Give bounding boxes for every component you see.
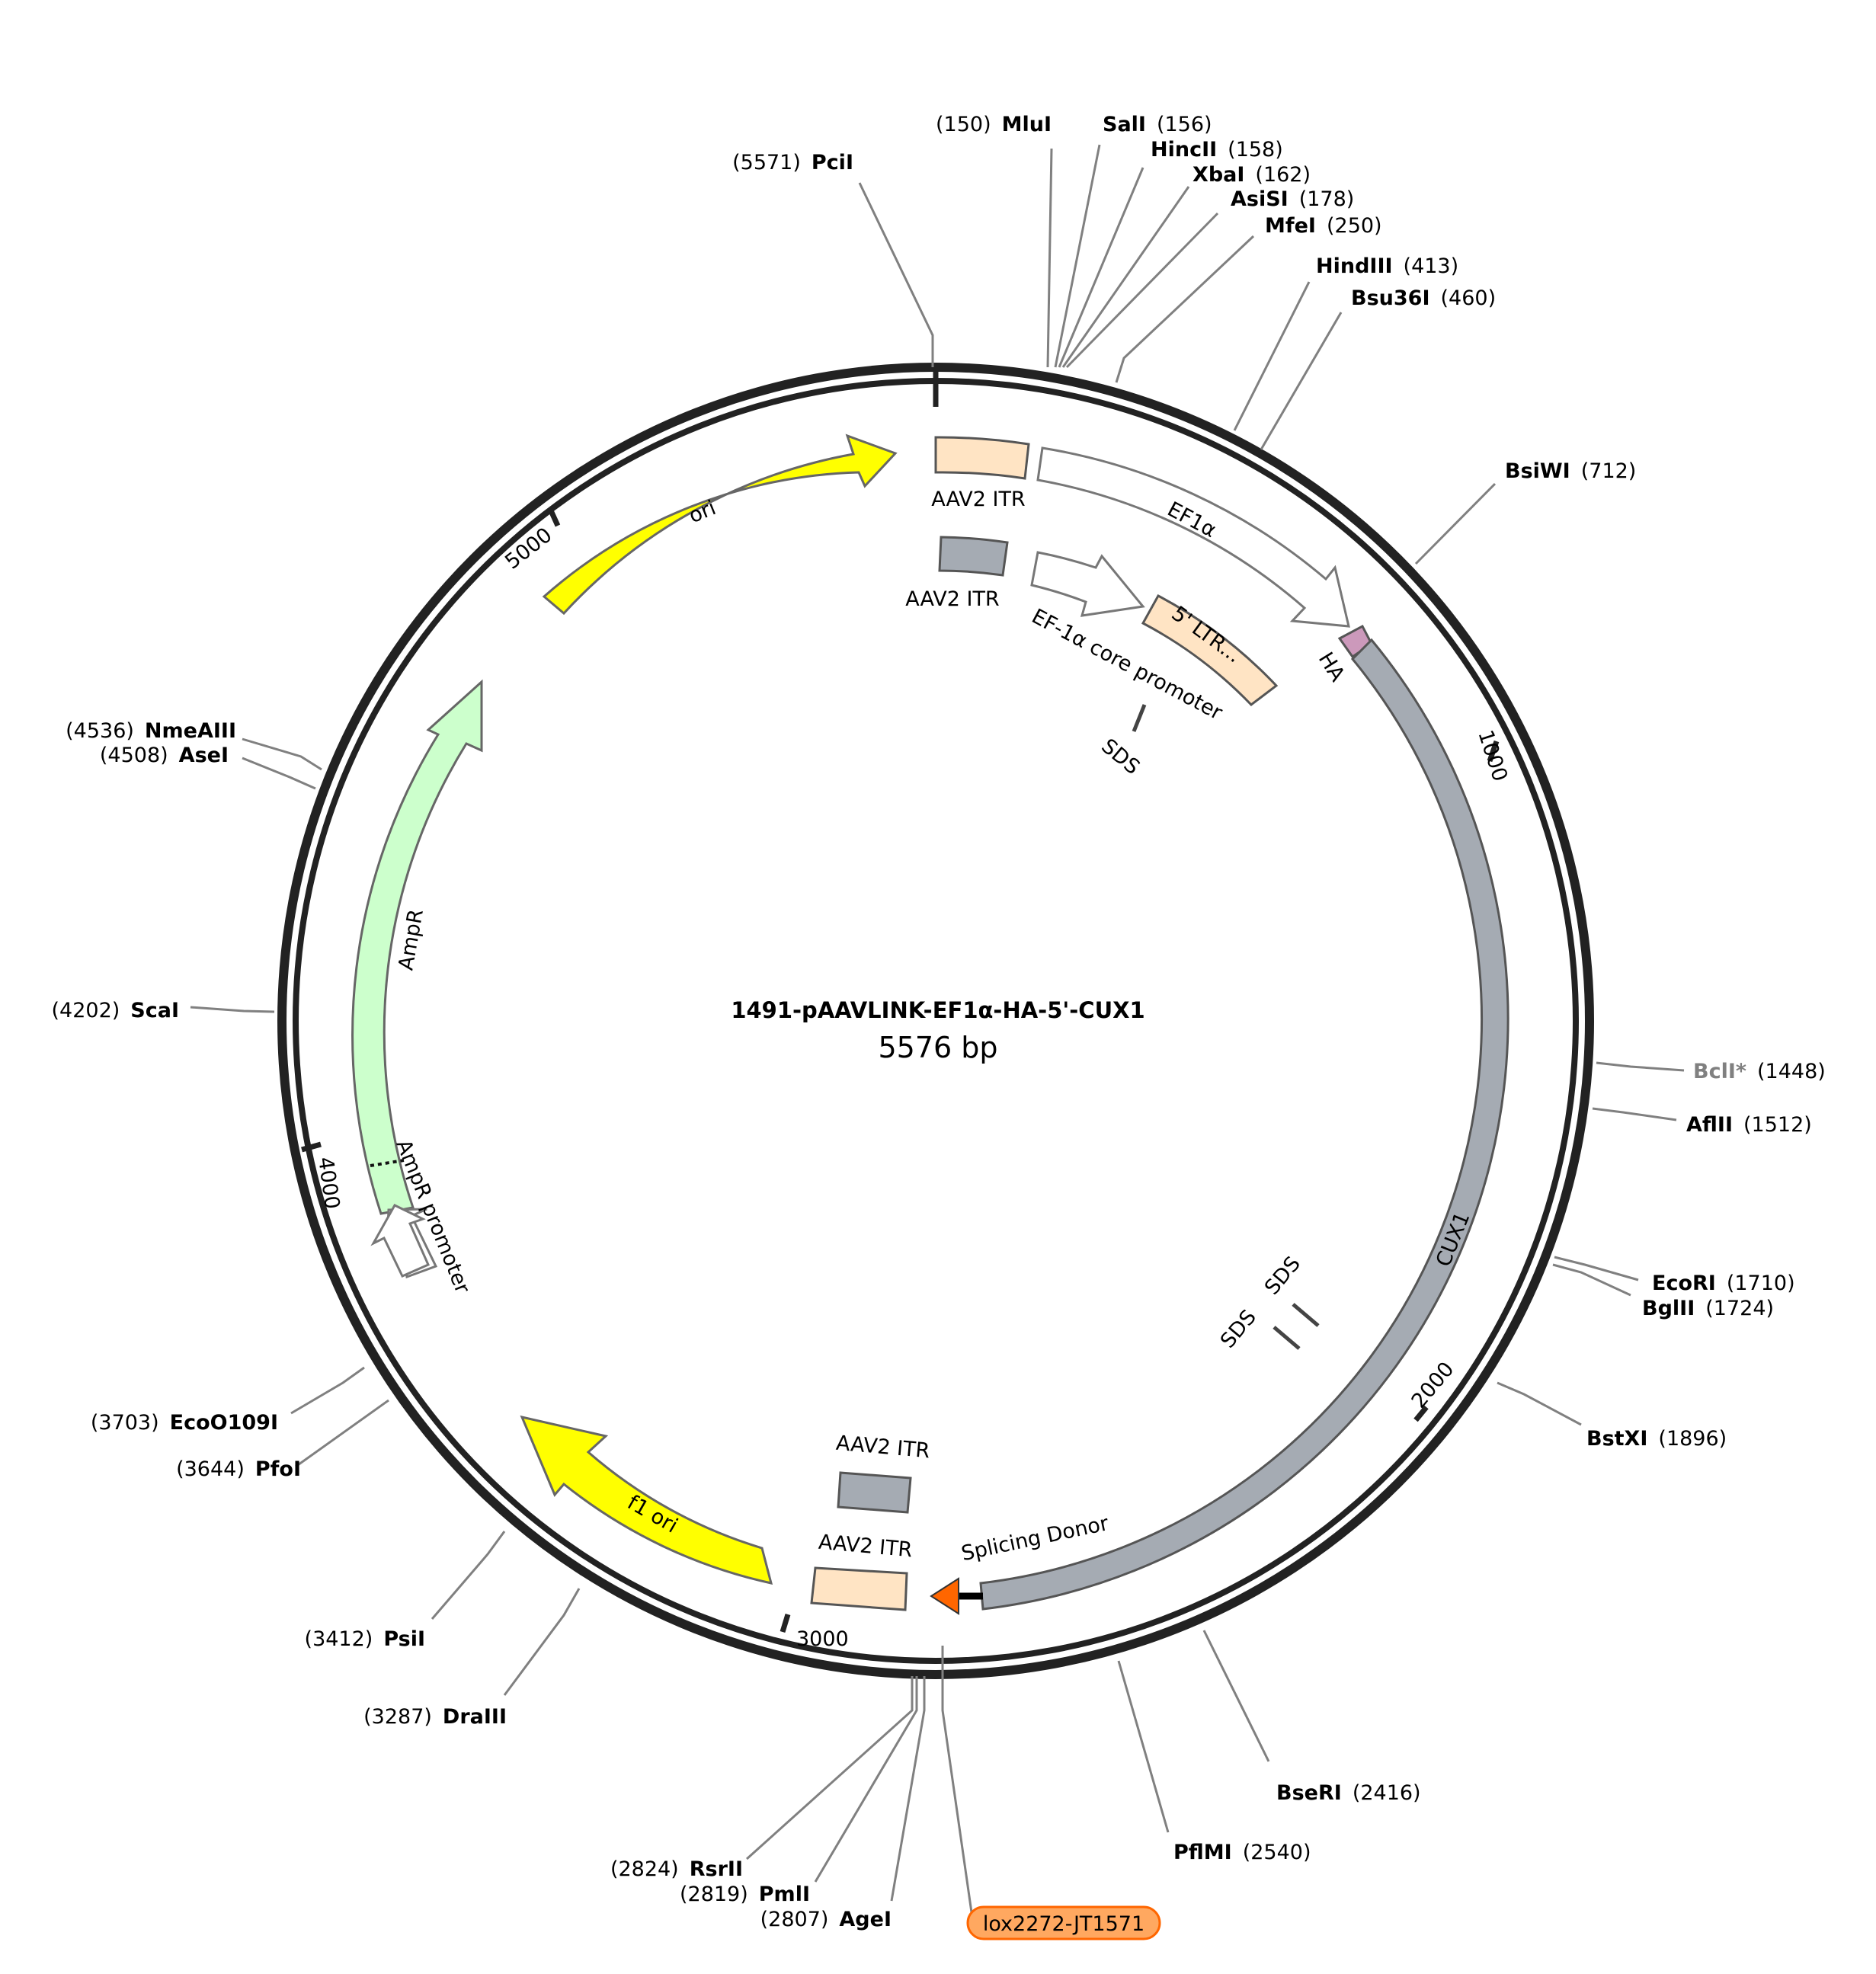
site-sali[interactable]: SalI(156)	[1103, 113, 1212, 136]
site-bstxi[interactable]: BstXI(1896)	[1586, 1427, 1727, 1451]
site-agei[interactable]: (2807)AgeI	[760, 1908, 892, 1931]
tick-3000	[780, 1613, 791, 1633]
site-bcli[interactable]: BclI*(1448)	[1693, 1060, 1826, 1083]
leader-asei	[242, 757, 316, 790]
site-mfei[interactable]: MfeI(250)	[1265, 214, 1382, 238]
site-aflii[interactable]: AflII(1512)	[1686, 1113, 1812, 1137]
leader-ecori	[1554, 1256, 1639, 1281]
leader-hincii	[1058, 167, 1144, 368]
site-xbai[interactable]: XbaI(162)	[1193, 163, 1311, 187]
leader-nmeaiii	[242, 737, 322, 771]
sds-upper-label: SDS	[1096, 734, 1144, 779]
leader-mfei	[1115, 235, 1255, 383]
site-ecoo109i[interactable]: (3703)EcoO109I	[91, 1411, 278, 1435]
site-pcii[interactable]: (5571)PciI	[732, 151, 853, 174]
sds-lower-label-1: SDS	[1260, 1252, 1305, 1299]
position-ticks	[301, 367, 1500, 1633]
site-bsiwi[interactable]: BsiWI(712)	[1505, 459, 1636, 483]
f1-ori-feature[interactable]	[520, 1415, 773, 1585]
leader-bseri	[1202, 1630, 1270, 1762]
sds-upper-mark	[1132, 704, 1147, 732]
aav2-itr-lower-peach-label: AAV2 ITR	[818, 1531, 914, 1563]
leader-xbai	[1061, 186, 1190, 368]
ampr-promoter-arrow	[370, 1204, 430, 1278]
plasmid-name: 1491-pAAVLINK-EF1α-HA-5'-CUX1	[731, 997, 1144, 1023]
tick-2000	[1413, 1405, 1429, 1422]
sds-lower-mark-1	[1292, 1303, 1320, 1327]
site-pflmi[interactable]: PflMI(2540)	[1173, 1841, 1311, 1864]
ef1a-core-promoter-feature[interactable]	[1030, 551, 1145, 617]
leader-lox	[941, 1646, 973, 1913]
tick-4000	[301, 1141, 322, 1153]
splicing-donor-feature[interactable]	[930, 1577, 959, 1615]
site-scai[interactable]: (4202)ScaI	[52, 999, 180, 1022]
tick-1000	[1487, 740, 1500, 763]
site-psii[interactable]: (3412)PsiI	[305, 1627, 425, 1651]
aav2-itr-gray-label: AAV2 ITR	[905, 587, 999, 611]
ori-feature[interactable]	[542, 434, 898, 616]
sds-lower-label-2: SDS	[1216, 1305, 1261, 1352]
ampr-feature[interactable]	[351, 679, 483, 1215]
site-draiii[interactable]: (3287)DraIII	[363, 1705, 507, 1729]
ampr-dotted-boundary	[370, 1159, 405, 1167]
cux1-feature[interactable]	[979, 638, 1509, 1611]
leader-rsrii	[745, 1676, 914, 1860]
leader-mlui	[1046, 148, 1053, 368]
site-bseri[interactable]: BseRI(2416)	[1276, 1781, 1421, 1805]
leader-pcii	[858, 182, 934, 367]
aav2-itr-lower-gray-feature[interactable]	[837, 1471, 912, 1514]
site-pfoi[interactable]: (3644)PfoI	[176, 1457, 301, 1481]
leader-bglii	[1552, 1263, 1631, 1297]
leader-pfoi	[295, 1399, 389, 1468]
lox-label: lox2272-JT1571	[983, 1912, 1144, 1936]
aav2-itr-top-label: AAV2 ITR	[931, 488, 1025, 511]
leader-pflmi	[1117, 1660, 1170, 1833]
site-leaders	[190, 144, 1685, 1913]
site-asisi[interactable]: AsiSI(178)	[1231, 187, 1354, 211]
ha-label: HA	[1314, 648, 1349, 686]
leader-sali	[1054, 144, 1101, 368]
leader-psii	[431, 1531, 506, 1620]
site-hindiii[interactable]: HindIII(413)	[1316, 254, 1458, 278]
site-hincii[interactable]: HincII(158)	[1151, 138, 1283, 162]
leader-hindiii	[1233, 281, 1311, 431]
leader-agei	[890, 1676, 926, 1902]
tick-label-4000: 4000	[313, 1156, 344, 1211]
aav2-itr-lower-peach-feature[interactable]	[810, 1566, 908, 1611]
leader-draiii	[503, 1588, 581, 1696]
aav2-itr-lower-gray-label: AAV2 ITR	[835, 1432, 931, 1464]
leader-asisi	[1065, 212, 1219, 369]
leader-bcli	[1596, 1061, 1685, 1072]
site-nmeaiii[interactable]: (4536)NmeAIII	[66, 719, 236, 743]
ef1a-feature[interactable]	[1036, 446, 1350, 628]
sds-lower-mark-2	[1273, 1326, 1301, 1350]
lox-badge[interactable]	[966, 1905, 1161, 1940]
plasmid-size: 5576 bp	[878, 1031, 997, 1064]
ltr-feature[interactable]	[1141, 593, 1279, 707]
leader-bsiwi	[1414, 482, 1497, 565]
aav2-itr-top-feature[interactable]	[934, 436, 1030, 480]
site-mlui[interactable]: (150)MluI	[936, 113, 1052, 136]
site-pmli[interactable]: (2819)PmlI	[680, 1883, 810, 1906]
tick-5000	[547, 507, 561, 527]
leader-aflii	[1592, 1107, 1677, 1121]
tick-label-3000: 3000	[796, 1627, 849, 1651]
site-ecori[interactable]: EcoRI(1710)	[1652, 1272, 1795, 1295]
site-bglii[interactable]: BglII(1724)	[1642, 1297, 1774, 1320]
site-asei[interactable]: (4508)AseI	[100, 744, 229, 767]
aav2-itr-gray-feature[interactable]	[938, 536, 1009, 577]
splicing-donor-label: Splicing Donor	[959, 1512, 1112, 1566]
leader-scai	[190, 1006, 275, 1013]
site-rsrii[interactable]: (2824)RsrII	[610, 1857, 743, 1881]
ampr-label: AmpR	[394, 907, 428, 972]
leader-bsu36i	[1260, 312, 1343, 450]
site-bsu36i[interactable]: Bsu36I(460)	[1351, 286, 1496, 310]
leader-bstxi	[1497, 1381, 1582, 1426]
leader-pmli	[814, 1676, 918, 1883]
leader-ecoo109i	[290, 1366, 365, 1415]
